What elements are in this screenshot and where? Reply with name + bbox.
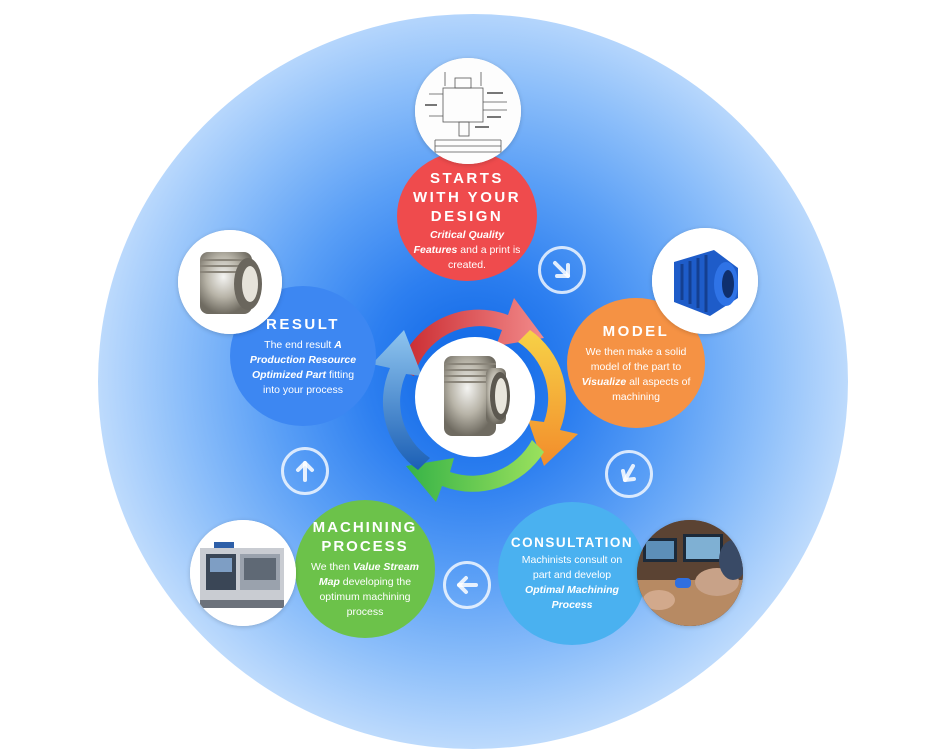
stage-model-desc: We then make a solid model of the part t… [581, 345, 691, 403]
stage-result-desc: The end result A Production Resource Opt… [249, 338, 357, 396]
arrow-down-right-icon [538, 246, 586, 294]
cnc-lathe-image [190, 520, 296, 626]
center-part-image [444, 356, 510, 436]
stage-design: STARTS WITH YOUR DESIGN Critical Quality… [397, 151, 537, 281]
center-cycle-graphic [372, 298, 578, 502]
cycle-arrow-blue [372, 330, 430, 470]
technical-drawing-image [415, 58, 521, 164]
arrow-down-icon [605, 450, 653, 498]
stage-machining-process: MACHINING PROCESS We then Value Stream M… [295, 500, 435, 638]
arrow-left-icon [443, 561, 491, 609]
machinists-meeting-image [637, 520, 743, 626]
cycle-arrow-red [398, 298, 544, 376]
stage-consultation-desc: Machinists consult on part and develop O… [521, 554, 623, 612]
stage-result-title: RESULT [266, 315, 340, 333]
blue-solid-model-image [652, 228, 758, 334]
stage-machining-desc: We then Value Stream Map developing the … [311, 561, 419, 619]
machined-part-image [178, 230, 282, 334]
stage-consultation-title: CONSULTATION [510, 535, 634, 551]
arrow-up-icon [281, 447, 329, 495]
stage-model-title: MODEL [602, 322, 670, 340]
stage-design-title: STARTS WITH YOUR DESIGN [412, 169, 522, 226]
cycle-arrow-orange [518, 330, 578, 466]
stage-consultation: CONSULTATION Machinists consult on part … [498, 502, 646, 645]
stage-machining-title: MACHINING PROCESS [312, 519, 418, 556]
cycle-arrow-green [406, 440, 544, 502]
stage-design-desc: Critical Quality Features and a print is… [413, 229, 521, 272]
